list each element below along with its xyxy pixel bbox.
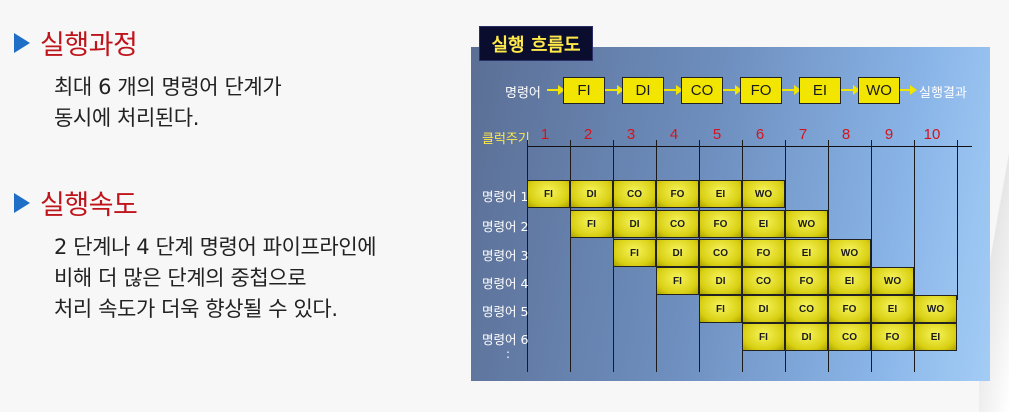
instruction-row-label: 명령어 6	[482, 332, 529, 347]
body-line: 최대 6 개의 명령어 단계가	[54, 75, 282, 99]
clock-label: 클럭주기	[482, 132, 530, 147]
body-line: 비해 더 많은 단계의 중첩으로	[54, 266, 307, 290]
stage-cell-fo: FO	[871, 323, 914, 351]
stage-cell-ei: EI	[742, 210, 785, 238]
section-title-text: 실행속도	[40, 190, 138, 221]
stage-cell-co: CO	[785, 295, 828, 323]
bullet-arrow-icon	[14, 192, 30, 213]
section-title-process: 실행과정	[14, 23, 138, 62]
stage-box-fo: FO	[740, 77, 782, 104]
body-line: 2 단계나 4 단계 명령어 파이프라인에	[54, 235, 377, 259]
stage-cell-di: DI	[742, 295, 785, 323]
body-line: 동시에 처리된다.	[54, 106, 199, 130]
clock-tick-label: 2	[583, 126, 593, 143]
stage-cell-fi: FI	[527, 180, 570, 208]
instruction-row-label: 명령어 4	[482, 276, 529, 291]
clock-tick-label: 6	[755, 126, 765, 143]
stage-box-wo: WO	[858, 77, 900, 104]
flow-arrow-icon	[900, 85, 917, 95]
flow-arrow-icon	[547, 85, 565, 95]
instruction-row-label: 명령어 5	[482, 304, 529, 319]
stage-cell-fo: FO	[742, 239, 785, 267]
stage-cell-ei: EI	[828, 267, 871, 295]
stage-box-co: CO	[681, 77, 723, 104]
stage-cell-fi: FI	[699, 295, 742, 323]
stage-cell-fi: FI	[570, 210, 613, 238]
instruction-row-label: 명령어 1	[482, 189, 529, 204]
section-title-speed: 실행속도	[14, 183, 138, 222]
clock-divider	[871, 140, 872, 372]
stage-cell-ei: EI	[914, 323, 957, 351]
instruction-row-label: 명령어 3	[482, 248, 529, 263]
stage-cell-co: CO	[656, 210, 699, 238]
stage-cell-di: DI	[785, 323, 828, 351]
section-title-text: 실행과정	[40, 30, 138, 61]
stage-cell-ei: EI	[699, 180, 742, 208]
stage-cell-wo: WO	[871, 267, 914, 295]
stage-cell-di: DI	[699, 267, 742, 295]
clock-tick-label: 4	[669, 126, 679, 143]
stage-cell-di: DI	[656, 239, 699, 267]
clock-tick-label: 5	[712, 126, 722, 143]
bullet-arrow-icon	[14, 32, 30, 53]
clock-tick-label: 3	[626, 126, 636, 143]
body-line: 처리 속도가 더욱 향상될 수 있다.	[54, 297, 338, 321]
clock-tick-label: 7	[798, 126, 808, 143]
stage-cell-wo: WO	[785, 210, 828, 238]
stage-cell-fi: FI	[613, 239, 656, 267]
flow-arrow-icon	[723, 85, 742, 95]
flow-end-label: 실행결과	[919, 86, 967, 101]
stage-cell-fo: FO	[785, 267, 828, 295]
flow-arrow-icon	[605, 85, 624, 95]
clock-tick-label: 8	[841, 126, 851, 143]
stage-cell-ei: EI	[785, 239, 828, 267]
clock-divider	[527, 140, 528, 372]
flow-arrow-icon	[664, 85, 683, 95]
stage-box-ei: EI	[799, 77, 841, 104]
stage-cell-co: CO	[742, 267, 785, 295]
instruction-row-label: 명령어 2	[482, 219, 529, 234]
stage-cell-wo: WO	[914, 295, 957, 323]
stage-cell-di: DI	[570, 180, 613, 208]
stage-cell-co: CO	[613, 180, 656, 208]
stage-cell-fo: FO	[699, 210, 742, 238]
stage-cell-ei: EI	[871, 295, 914, 323]
clock-divider	[914, 140, 915, 372]
clock-tick-label: 9	[884, 126, 894, 143]
stage-cell-fo: FO	[656, 180, 699, 208]
stage-cell-fi: FI	[656, 267, 699, 295]
stage-cell-wo: WO	[742, 180, 785, 208]
stage-cell-fi: FI	[742, 323, 785, 351]
clock-tick-label: 10	[923, 126, 941, 143]
stage-cell-co: CO	[828, 323, 871, 351]
diagram-title: 실행 흐름도	[479, 26, 593, 61]
stage-cell-di: DI	[613, 210, 656, 238]
clock-divider	[957, 140, 958, 300]
stage-box-di: DI	[622, 77, 664, 104]
stage-cell-co: CO	[699, 239, 742, 267]
continuation-mark: :	[506, 347, 511, 361]
stage-cell-fo: FO	[828, 295, 871, 323]
flow-arrow-icon	[782, 85, 801, 95]
clock-divider	[570, 140, 571, 372]
clock-axis	[527, 146, 972, 147]
section-body-speed: 2 단계나 4 단계 명령어 파이프라인에 비해 더 많은 단계의 중첩으로 처…	[54, 232, 377, 325]
section-body-process: 최대 6 개의 명령어 단계가 동시에 처리된다.	[54, 72, 282, 134]
flow-start-label: 명령어	[505, 86, 541, 101]
stage-cell-wo: WO	[828, 239, 871, 267]
clock-tick-label: 1	[540, 126, 550, 143]
stage-box-fi: FI	[563, 77, 605, 104]
flow-arrow-icon	[841, 85, 860, 95]
